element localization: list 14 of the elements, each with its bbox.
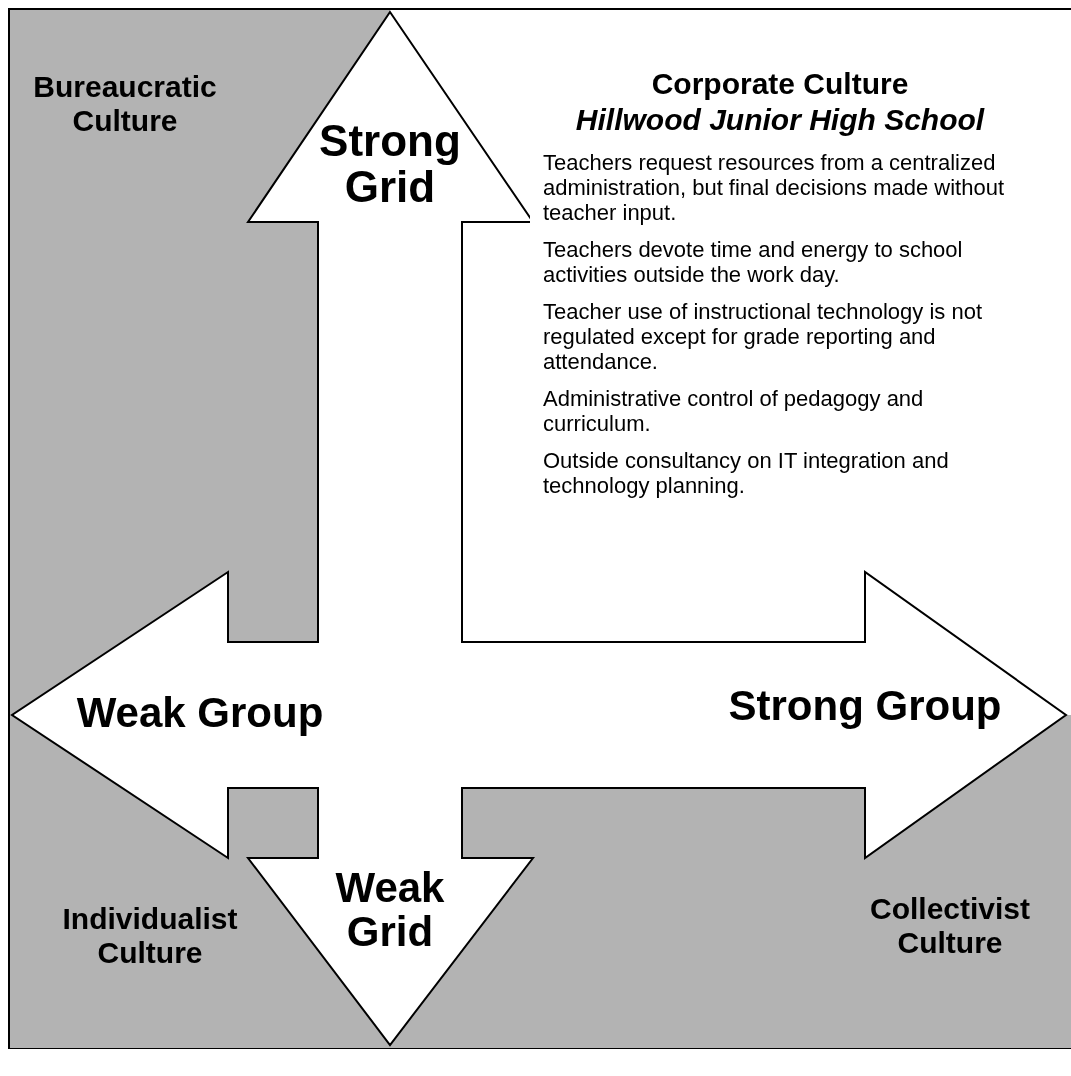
description-paragraph: Teachers request resources from a centralized administration, but final decisions made without teacher input. [542,150,1006,225]
description-paragraph: Teachers devote time and energy to school activities outside the work day. [542,237,964,287]
quadrant-title: Individualist Culture [61,902,239,970]
description-paragraph: Outside consultancy on IT integration and technology planning. [542,448,950,498]
quadrant-title: Collectivist Culture [868,892,1032,960]
panel-subheading: Hillwood Junior High School [574,102,986,138]
axis-label: Weak Group [75,690,325,736]
description-paragraph: Administrative control of pedagogy and curriculum. [542,386,925,436]
quadrant-title: Bureaucratic Culture [32,70,218,138]
description-paragraph: Teacher use of instructional technology is not regulated except for grade reporting and attendance. [542,299,984,374]
panel-heading: Corporate Culture [650,66,910,102]
axis-label: Strong Grid [318,118,462,210]
axis-label: Weak Grid [334,866,446,954]
axis-label: Strong Group [727,683,1003,729]
